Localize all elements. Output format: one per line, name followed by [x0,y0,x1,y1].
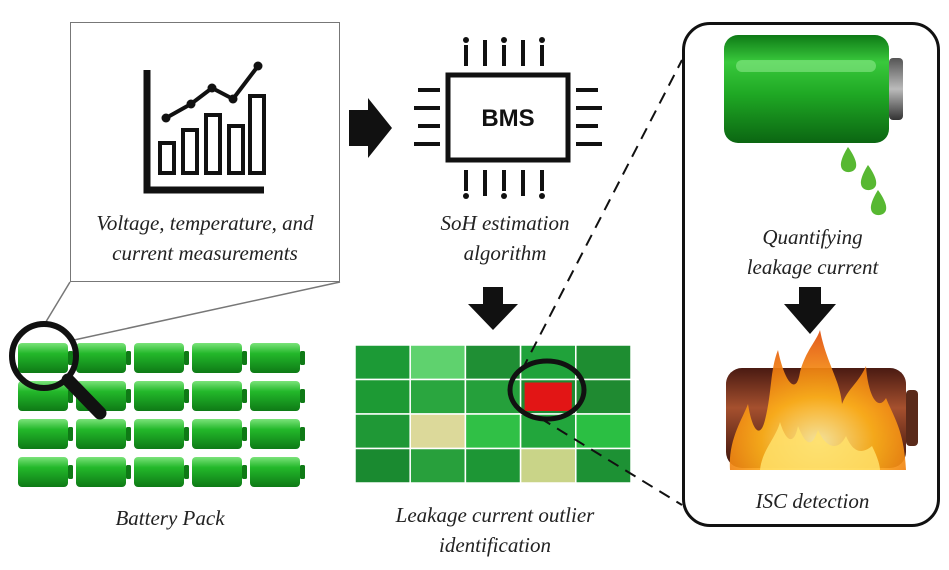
battery-cell-icon [250,457,305,487]
battery-cell-icon [134,343,189,373]
battery-icon [724,35,903,143]
arrow-right-icon [349,98,392,158]
battery-cell-icon [192,419,247,449]
battery-cell-icon [76,343,131,373]
heatmap-cell [464,344,522,381]
battery-cell-icon [134,381,189,411]
battery-cell-icon [192,381,247,411]
battery-cell-icon [250,343,305,373]
isc-detection-label: ISC detection [755,489,870,513]
heatmap-cell [464,447,522,484]
heatmap-cell [519,447,577,484]
outlier-cell [524,382,572,411]
battery-cell-icon [76,419,131,449]
outlier-highlight [507,358,587,422]
heatmap-cell [409,447,467,484]
battery-cell-icon [18,457,73,487]
battery-cell-icon [18,343,73,373]
isc-panel [682,22,940,527]
heatmap-cell [464,413,522,450]
quantifying-label: Quantifying leakage current [746,225,879,279]
battery-pack-grid [18,343,305,487]
measurements-label: Voltage, temperature, and current measur… [96,211,314,265]
leakage-heatmap [354,344,632,484]
battery-cell-icon [192,457,247,487]
heatmap-cell [409,378,467,415]
heatmap-cell [575,447,632,484]
heatmap-cell [575,344,632,381]
battery-cell-icon [192,343,247,373]
magnifier-icon [9,321,107,420]
battery-cell-icon [250,381,305,411]
heatmap-cell [354,413,411,450]
battery-cell-icon [18,419,73,449]
battery-cell-icon [250,419,305,449]
battery-cell-icon [134,419,189,449]
heatmap-cell [354,378,411,415]
bms-chip-label: BMS [481,105,534,132]
heatmap-cell [409,344,467,381]
battery-pack-label: Battery Pack [115,506,225,530]
bms-chip-icon [414,37,602,199]
chart-icon [143,61,266,194]
heatmap-cell [354,344,411,381]
soh-algorithm-label: SoH estimation algorithm [440,211,570,265]
burning-battery-icon [726,330,918,470]
heatmap-cell [575,413,632,450]
arrow-down-icon [784,287,836,334]
heatmap-cell [409,413,467,450]
outlier-identification-label: Leakage current outlier identification [395,503,595,557]
heatmap-cell [354,447,411,484]
leak-drop-icon [840,147,887,216]
battery-cell-icon [134,457,189,487]
arrow-down-icon [468,287,518,330]
battery-cell-icon [76,457,131,487]
